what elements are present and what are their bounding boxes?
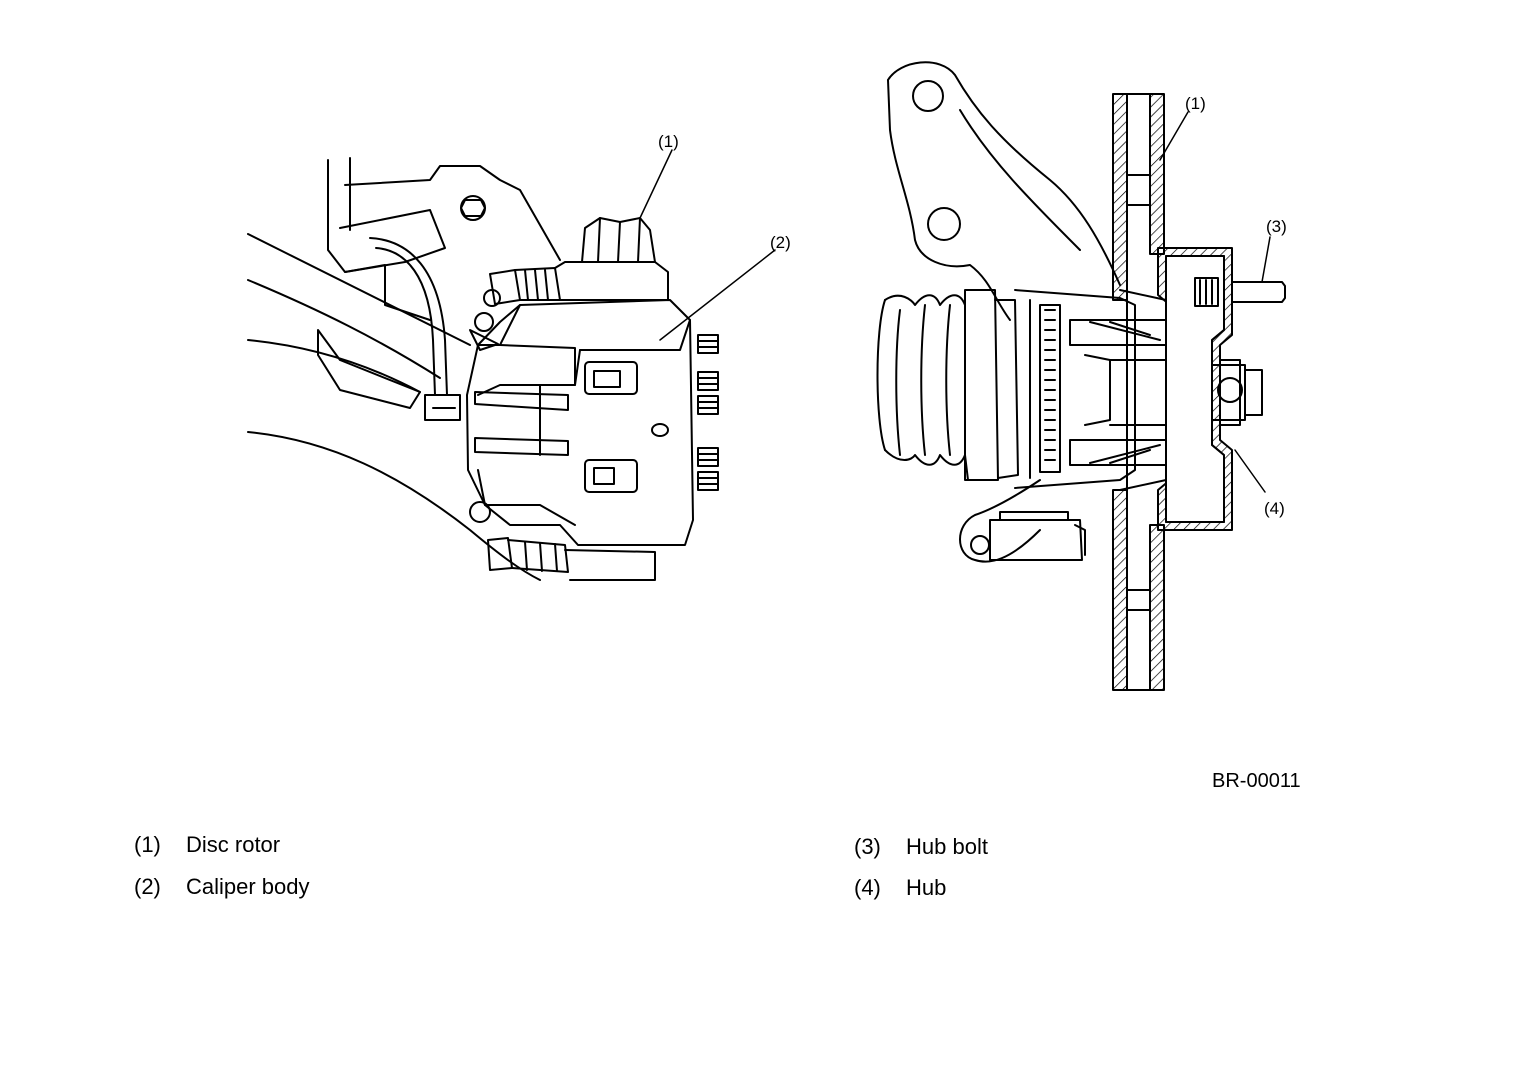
right-callout-4: (4): [1264, 499, 1285, 518]
lower-bracket: [989, 511, 1086, 561]
rotor-edge: [581, 217, 656, 263]
right-callout-1: (1): [1185, 94, 1206, 113]
right-leader-1: [1159, 111, 1189, 161]
legend-label: Caliper body: [186, 874, 310, 899]
left-callout-1: (1): [658, 132, 679, 151]
caliper-assembly-illustration: [247, 149, 776, 581]
cv-boot: [876, 289, 1019, 481]
left-leader-1: [639, 149, 673, 219]
legend-label: Hub bolt: [906, 834, 988, 859]
support-top: [554, 261, 669, 301]
caliper-body-illustration: [466, 299, 694, 546]
legend-number: (2): [134, 874, 161, 899]
pad-tabs: [697, 334, 719, 491]
left-callout-2: (2): [770, 233, 791, 252]
knuckle: [887, 61, 1121, 563]
legend-number: (1): [134, 832, 161, 857]
figure-id: BR-00011: [1212, 770, 1301, 792]
lower-arm: [247, 233, 541, 581]
guide-pin-bottom: [469, 501, 656, 581]
disc-rotor-section: [1112, 93, 1165, 691]
bleeder-screw: [469, 289, 501, 351]
knuckle-upper: [327, 157, 561, 321]
hub-housing: [1119, 247, 1233, 531]
legend-number: (4): [854, 875, 881, 900]
legend-number: (3): [854, 834, 881, 859]
legend-label: Disc rotor: [186, 832, 281, 857]
guide-pin-top: [489, 267, 561, 305]
right-leader-4: [1234, 449, 1266, 493]
left-leader-2: [659, 249, 776, 341]
right-leader-3: [1261, 236, 1271, 283]
axle-hub-inner: [1014, 289, 1263, 489]
hub-bolt-shape: [1194, 277, 1286, 307]
right-callout-3: (3): [1266, 217, 1287, 236]
legend-label: Hub: [906, 875, 947, 900]
brake-hose: [369, 237, 461, 421]
hub-section-illustration: [876, 61, 1286, 691]
